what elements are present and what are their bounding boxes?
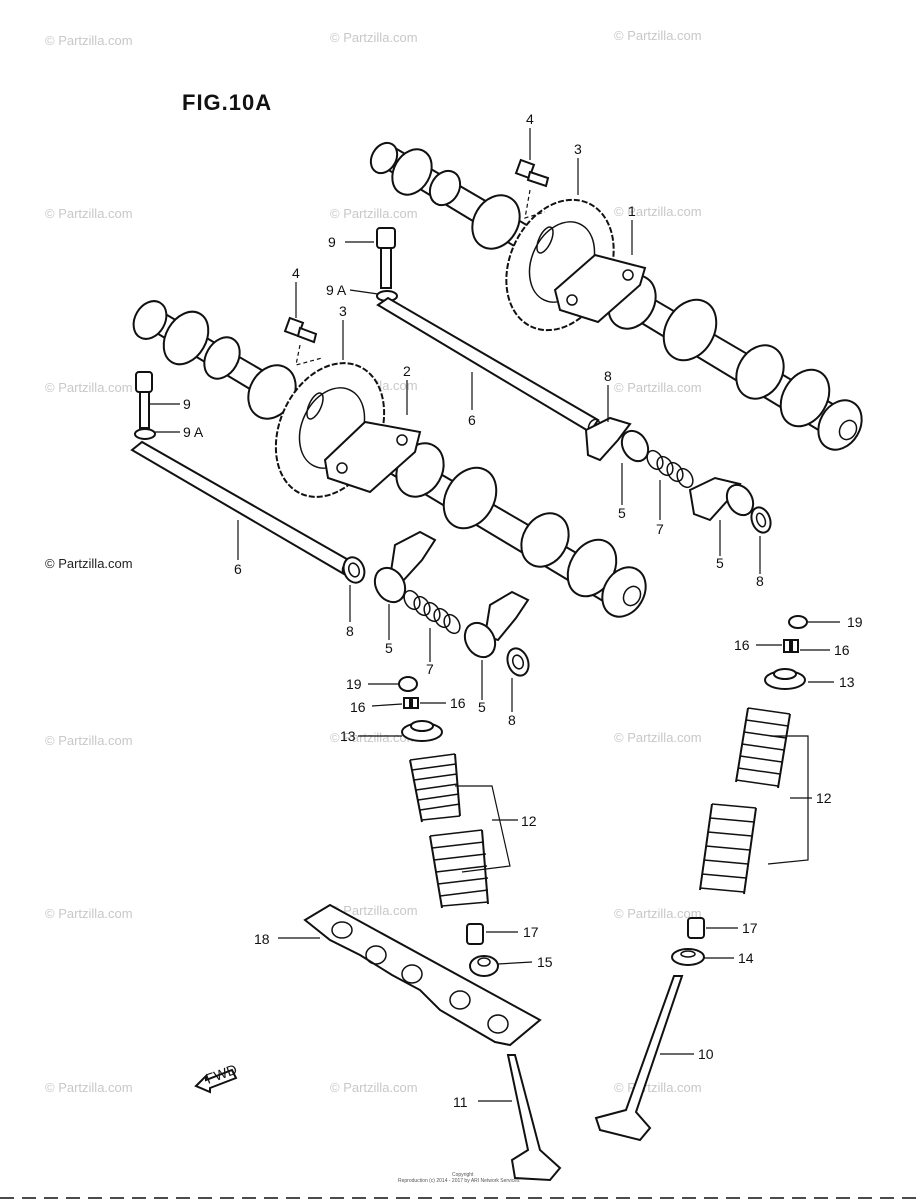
watermark: © Partzilla.com (614, 380, 702, 395)
copyright-line-1: Copyright (452, 1172, 474, 1178)
callout-11: 11 (453, 1094, 468, 1110)
bolt-9-upper (376, 227, 398, 302)
spring-seat-14 (671, 948, 705, 966)
callout-16: 16 (450, 695, 466, 711)
bolt-9-lower (134, 371, 156, 440)
callout-8: 8 (756, 573, 764, 589)
watermark: © Partzilla.com (614, 906, 702, 921)
valve-spring-12-left (409, 753, 489, 909)
valve-seal-17-left (466, 923, 484, 945)
callout-1: 1 (628, 203, 636, 219)
callout-3: 3 (574, 141, 582, 157)
callout-16: 16 (834, 642, 850, 658)
callout-18: 18 (254, 931, 270, 947)
copyright-note: Copyright Reproduction (c) 2014 - 2017 b… (398, 1172, 520, 1184)
watermark: © Partzilla.com (330, 30, 418, 45)
callout-8: 8 (346, 623, 354, 639)
valve-cap-19-right (788, 615, 808, 629)
fwd-arrow-icon: FWD (194, 1061, 239, 1094)
spring-retainer-13-right (764, 668, 806, 690)
watermarks: © Partzilla.com © Partzilla.com © Partzi… (45, 28, 702, 1095)
callout-5: 5 (716, 555, 724, 571)
callout-7: 7 (426, 661, 434, 677)
callout-19: 19 (847, 614, 863, 630)
watermark: © Partzilla.com (45, 1080, 133, 1095)
figure-title: FIG.10A (182, 90, 272, 115)
callout-16: 16 (734, 637, 750, 653)
callout-8: 8 (508, 712, 516, 728)
callout-3: 3 (339, 303, 347, 319)
washer-8-left-b (506, 647, 530, 677)
callout-9: 9 (183, 396, 191, 412)
callout-10: 10 (698, 1046, 714, 1062)
valve-spring-12-right (699, 707, 791, 895)
callout-15: 15 (537, 954, 553, 970)
bolt-4-lower (283, 316, 318, 344)
cam-bracket-1 (553, 253, 647, 324)
cotter-16-right (783, 639, 799, 653)
exhaust-valve-11 (506, 1054, 562, 1182)
callout-6: 6 (234, 561, 242, 577)
callout-6: 6 (468, 412, 476, 428)
cam-bracket-2 (323, 420, 422, 494)
callout-13: 13 (340, 728, 356, 744)
watermark: © Partzilla.com (45, 906, 133, 921)
rocker-arm-left-a (373, 530, 437, 604)
callout-5: 5 (385, 640, 393, 656)
watermark: © Partzilla.com (45, 206, 133, 221)
watermark: © Partzilla.com (330, 206, 418, 221)
watermark: © Partzilla.com (45, 380, 133, 395)
rocker-spring-left (403, 589, 461, 635)
callout-17: 17 (742, 920, 758, 936)
washer-8-right (750, 506, 772, 534)
bolt-4-upper (514, 158, 550, 188)
spring-retainer-13-left (401, 720, 443, 742)
valve-cap-19-left (398, 676, 418, 692)
watermark: © Partzilla.com (45, 733, 133, 748)
cotter-16-left (403, 697, 419, 709)
spring-seat-15 (469, 955, 499, 977)
callout-9a: 9 A (183, 424, 204, 440)
callout-4: 4 (526, 111, 534, 127)
rocker-arm-left-b (463, 590, 530, 659)
leader-lines (150, 128, 840, 1102)
callout-19: 19 (346, 676, 362, 692)
callout-13: 13 (839, 674, 855, 690)
callout-14: 14 (738, 950, 754, 966)
callout-9: 9 (328, 234, 336, 250)
rocker-spring-right (646, 449, 694, 489)
callout-16: 16 (350, 699, 366, 715)
watermark: © Partzilla.com (614, 204, 702, 219)
watermark: © Partzilla.com (614, 28, 702, 43)
callout-9a: 9 A (326, 282, 347, 298)
intake-valve-10 (594, 975, 684, 1142)
callout-7: 7 (656, 521, 664, 537)
copyright-line-2: Reproduction (c) 2014 - 2017 by ARI Netw… (398, 1178, 520, 1184)
callout-8: 8 (604, 368, 612, 384)
callout-12: 12 (521, 813, 537, 829)
watermark: © Partzilla.com (614, 1080, 702, 1095)
callout-17: 17 (523, 924, 539, 940)
watermark: © Partzilla.com (330, 903, 418, 918)
rocker-arm-right-a (584, 416, 650, 463)
watermark: © Partzilla.com (330, 1080, 418, 1095)
watermark: © Partzilla.com (45, 33, 133, 48)
callout-12: 12 (816, 790, 832, 806)
gasket-18 (303, 903, 542, 1047)
rocker-arm-right-b (688, 476, 755, 522)
watermark: © Partzilla.com (614, 730, 702, 745)
watermark: © Partzilla.com (330, 730, 418, 745)
callout-2: 2 (403, 363, 411, 379)
callout-4: 4 (292, 265, 300, 281)
washer-8-left-a (342, 556, 366, 584)
callout-5: 5 (478, 699, 486, 715)
callouts: 4 3 1 9 9 A 4 3 2 6 9 9 A 6 8 5 7 5 8 8 … (183, 111, 863, 1110)
valve-seal-17-right (687, 917, 705, 939)
callout-5: 5 (618, 505, 626, 521)
watermark: © Partzilla.com (45, 556, 133, 571)
